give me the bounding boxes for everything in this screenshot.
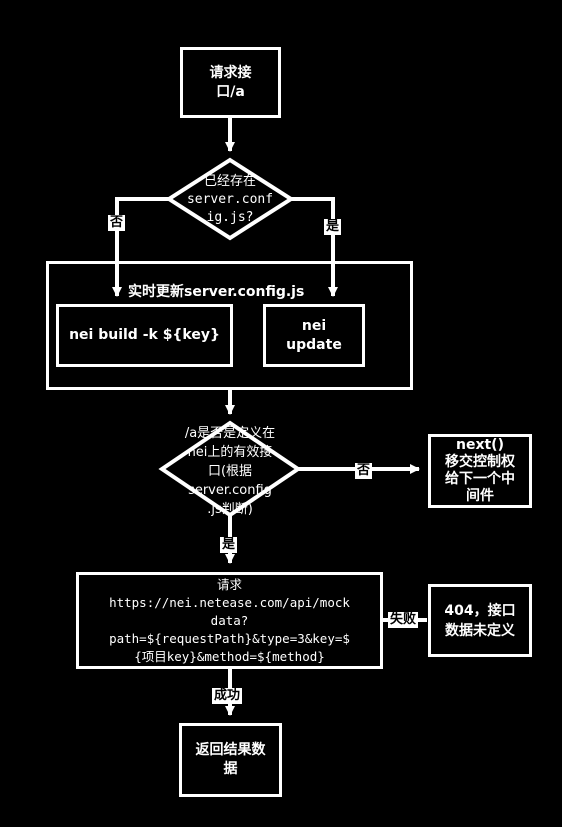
edge-label-no-1: 否 (108, 215, 126, 231)
node-request: 请求接 口/a (180, 47, 281, 118)
node-nei-update: nei update (263, 304, 365, 367)
node-nei-build: nei build -k ${key} (56, 304, 233, 367)
edge-label-success: 成功 (212, 688, 243, 704)
node-not-defined-label: 404，接口 数据未定义 (444, 602, 516, 639)
node-check-config-label: 已经存在 server.conf ig.js? (186, 174, 274, 225)
node-nei-update-label: nei update (286, 317, 342, 353)
node-mock-request-label: 请求 https://nei.netease.com/api/mock data… (109, 576, 350, 664)
node-request-label: 请求接 口/a (209, 64, 252, 100)
node-return-label: 返回结果数 据 (195, 742, 266, 777)
edge-label-fail: 失败 (388, 612, 419, 628)
edge-label-no-2: 否 (355, 463, 373, 479)
node-not-defined: 404，接口 数据未定义 (428, 584, 532, 657)
node-next: next() 移交控制权 给下一个中 间件 (428, 434, 532, 508)
edge-label-yes-1: 是 (324, 219, 342, 235)
node-mock-request: 请求 https://nei.netease.com/api/mock data… (76, 572, 383, 669)
decision-diamond-config (165, 157, 295, 241)
node-nei-build-label: nei build -k ${key} (69, 327, 220, 343)
node-return: 返回结果数 据 (179, 723, 282, 797)
node-next-label: next() 移交控制权 给下一个中 间件 (445, 437, 515, 504)
group-update-config-title: 实时更新server.config.js (128, 284, 305, 300)
group-update-config (46, 261, 413, 390)
node-check-defined-label: /a是否是定义在 nei上的有效接 口(根据 server.config .js… (184, 426, 276, 517)
edge-label-yes-2: 是 (220, 537, 238, 553)
